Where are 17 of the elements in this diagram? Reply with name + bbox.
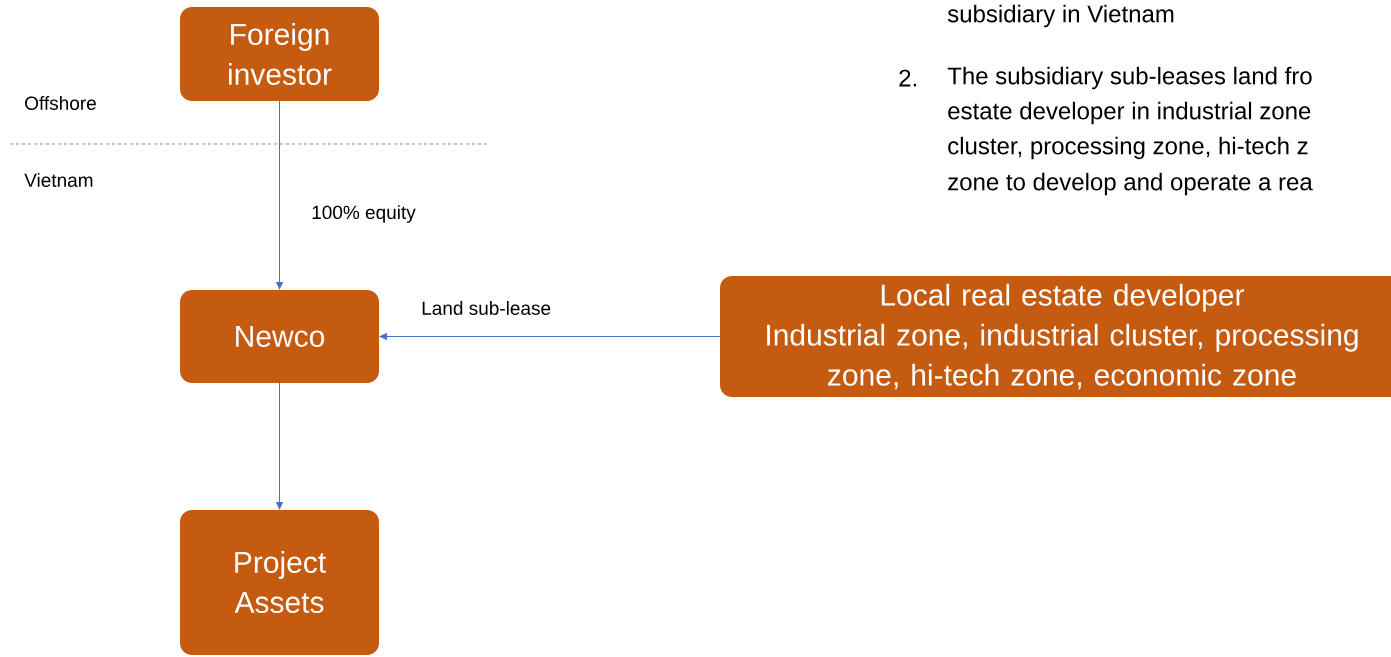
note-text: estate developer in industrial zone bbox=[948, 101, 1311, 125]
text-label: Offshore bbox=[25, 96, 96, 110]
note-text: subsidiary in Vietnam bbox=[947, 4, 1174, 28]
edge-label: Land sub-lease bbox=[422, 301, 551, 315]
process-box: Local real estate developer Industrial zone, industrial cluster, processing zone, hi-tech zone, economic zone bbox=[720, 276, 1391, 397]
list-number: 2. bbox=[899, 69, 917, 87]
note-text: cluster, processing zone, hi-tech z bbox=[948, 136, 1308, 160]
edge-label: 100% equity bbox=[312, 205, 416, 223]
arrow bbox=[276, 100, 283, 290]
note-text: zone to develop and operate a rea bbox=[948, 172, 1313, 196]
note-text: The subsidiary sub-leases land fro bbox=[947, 66, 1312, 90]
arrow bbox=[276, 382, 283, 510]
arrow bbox=[379, 333, 721, 340]
text-label: Vietnam bbox=[24, 173, 93, 187]
process-box: Newco bbox=[180, 290, 379, 383]
process-box: Project Assets bbox=[180, 510, 379, 655]
process-box: Foreign investor bbox=[180, 7, 379, 101]
